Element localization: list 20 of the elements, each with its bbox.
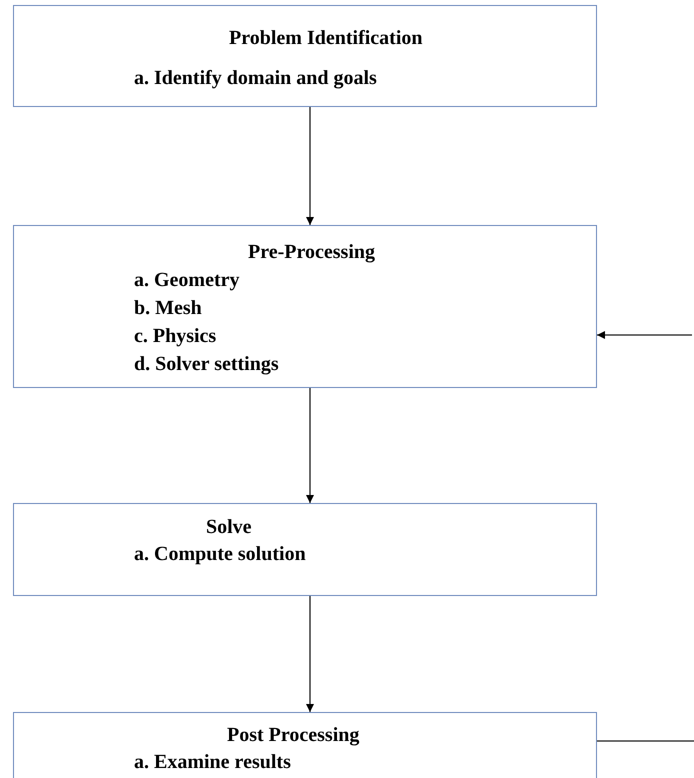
box-heading: Post Processing	[227, 723, 360, 747]
arrow	[597, 331, 692, 339]
process-box	[13, 503, 597, 596]
arrow	[306, 388, 314, 503]
step-item: a. Geometry	[134, 268, 240, 292]
process-box	[13, 5, 597, 107]
box-heading: Pre-Processing	[248, 240, 376, 264]
box-heading: Problem Identification	[229, 26, 423, 50]
box-heading: Solve	[206, 515, 252, 539]
step-item: c. Physics	[134, 324, 216, 348]
line	[597, 740, 694, 742]
step-item: a. Examine results	[134, 750, 291, 774]
process-box	[13, 225, 597, 388]
step-item: a. Identify domain and goals	[134, 66, 377, 90]
process-box	[13, 712, 597, 778]
step-item: b. Mesh	[134, 296, 202, 320]
arrow	[306, 107, 314, 225]
step-item: d. Solver settings	[134, 352, 279, 376]
arrow	[306, 596, 314, 712]
step-item: a. Compute solution	[134, 542, 306, 566]
